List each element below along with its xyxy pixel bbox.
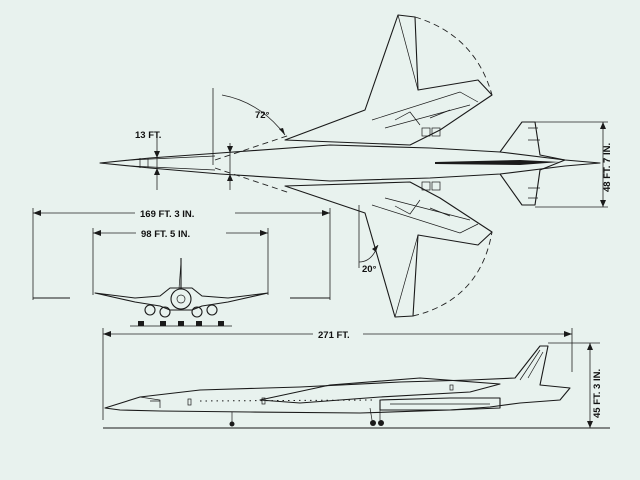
- nose-width-label: 13 FT.: [135, 130, 161, 141]
- flap-angle-label: 20°: [362, 264, 377, 275]
- front-gear-1: [138, 321, 144, 326]
- overall-length-annotation: 271 FT.: [102, 327, 573, 420]
- front-gear-4: [196, 321, 202, 326]
- front-view: [33, 258, 330, 327]
- tail-span-annotation: 48 FT. 7 IN.: [535, 121, 613, 208]
- sweep-angle-label: 72°: [255, 110, 270, 121]
- overall-length-label: 271 FT.: [318, 330, 350, 341]
- overall-height-annotation: 45 FT. 3 IN.: [548, 342, 603, 428]
- plan-horizontal-tail: [499, 121, 566, 206]
- front-engine-2: [159, 306, 171, 318]
- plan-engine-stripe: [435, 160, 560, 165]
- span-swept-label: 169 FT. 3 IN.: [140, 209, 194, 220]
- front-gear-5: [218, 321, 224, 326]
- side-main-gear-2: [378, 420, 384, 426]
- side-wing: [259, 377, 501, 404]
- plan-view: [99, 14, 601, 318]
- front-gear-2: [160, 321, 166, 326]
- front-engine-3: [191, 306, 203, 318]
- plan-swing-arc-lower: [412, 231, 493, 317]
- front-fuselage: [170, 288, 192, 310]
- span-front-annotation: 98 FT. 5 IN.: [92, 226, 269, 295]
- flap-angle-annotation: 20°: [358, 205, 379, 275]
- overall-height-label: 45 FT. 3 IN.: [592, 369, 603, 418]
- side-nose-gear: [229, 421, 235, 427]
- plan-upper-wing: [284, 14, 493, 146]
- front-engine-1: [144, 304, 156, 316]
- sweep-angle-annotation: 72°: [212, 88, 286, 165]
- front-engine-4: [206, 304, 218, 316]
- span-swept-annotation: 169 FT. 3 IN.: [32, 206, 331, 300]
- plan-fuselage: [99, 144, 601, 182]
- side-main-gear-1: [370, 420, 376, 426]
- side-view: [103, 345, 610, 429]
- side-fuselage: [104, 345, 571, 414]
- span-front-label: 98 FT. 5 IN.: [141, 229, 190, 240]
- tail-span-label: 48 FT. 7 IN.: [602, 143, 613, 192]
- plan-swing-arc-upper: [414, 16, 493, 96]
- front-wing: [94, 287, 269, 311]
- front-gear-3: [178, 321, 184, 326]
- plan-lower-wing: [284, 181, 493, 318]
- nose-width-annotation: 13 FT.: [135, 130, 233, 190]
